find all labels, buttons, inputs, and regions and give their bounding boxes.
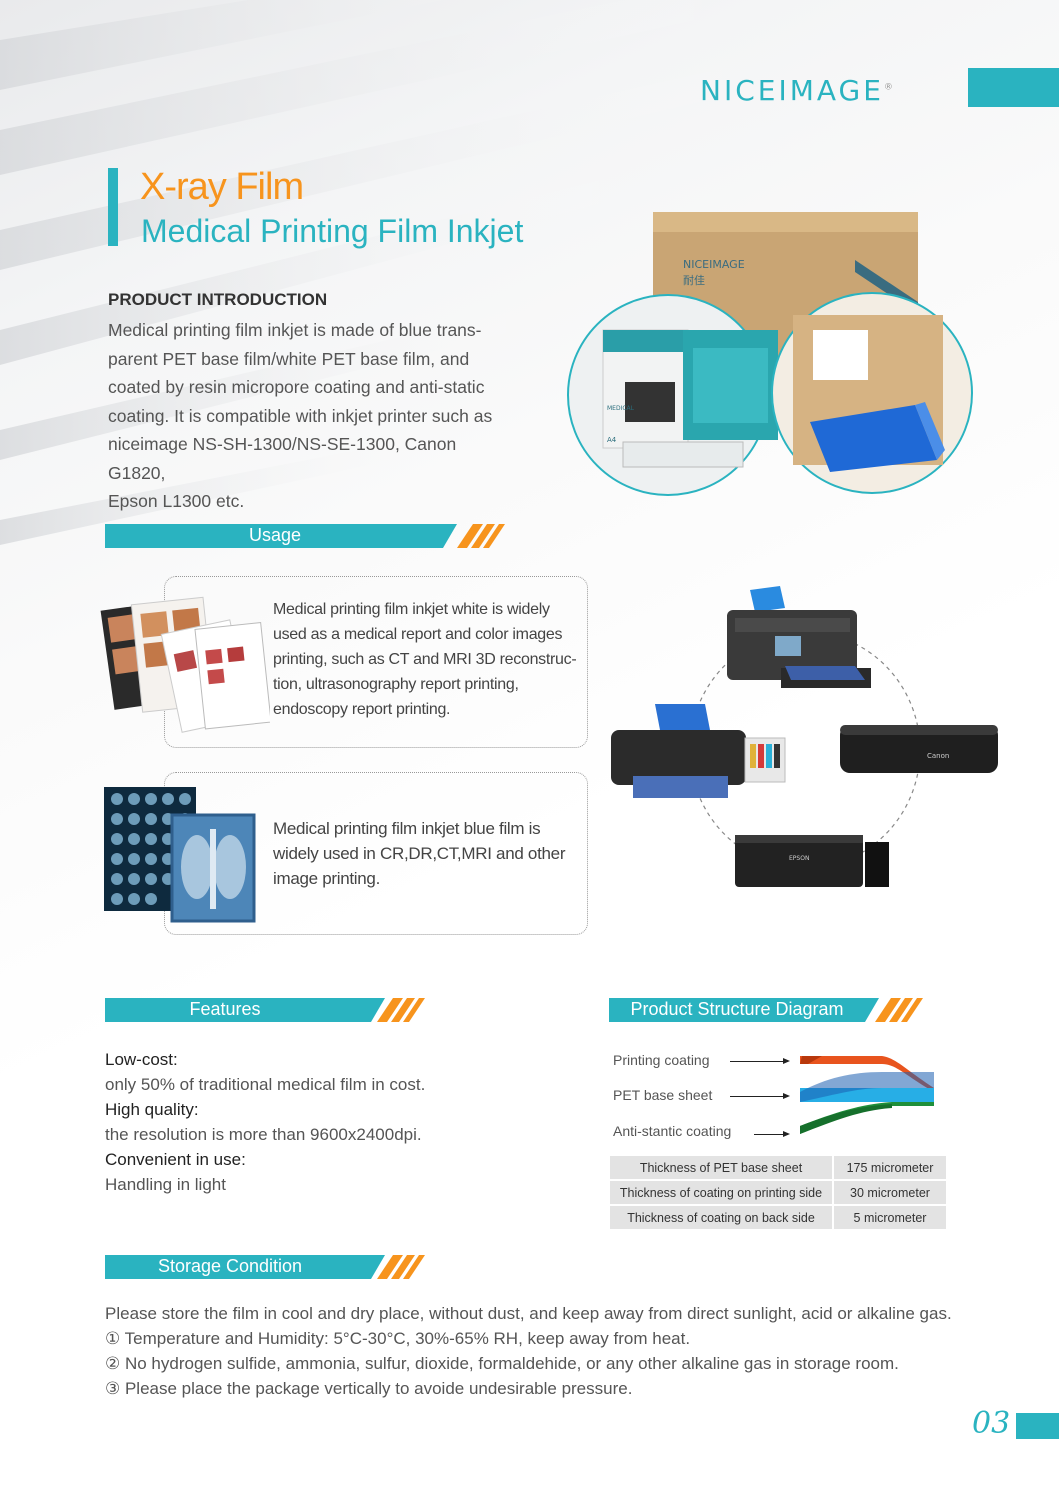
printer-right: Canon (840, 725, 998, 773)
thickness-spec-table: Thickness of PET base sheet 175 micromet… (608, 1154, 948, 1231)
arrow-pet-base (730, 1093, 790, 1099)
printer-bottom: EPSON (735, 835, 889, 887)
structure-section-header: Product Structure Diagram (609, 998, 929, 1022)
table-row: Thickness of coating on printing side 30… (610, 1181, 946, 1204)
intro-body: Medical printing film inkjet is made of … (108, 320, 493, 511)
spec-value: 30 micrometer (834, 1181, 946, 1204)
page-title: X-ray Film (140, 166, 304, 208)
xray-films-image (104, 787, 256, 923)
canon-brand-text: Canon (927, 752, 949, 760)
title-accent-bar (108, 168, 118, 246)
small-box-size: A4 (607, 436, 617, 444)
feature-key: Convenient in use: (105, 1150, 246, 1169)
spec-value: 5 micrometer (834, 1206, 946, 1229)
printer-left (611, 704, 786, 798)
small-box-label: MEDICAL (607, 405, 635, 412)
report-printouts-image (100, 596, 270, 733)
spec-name: Thickness of PET base sheet (610, 1156, 832, 1179)
header-accent-bar (968, 68, 1059, 107)
intro-heading: PRODUCT INTRODUCTION (108, 290, 328, 309)
feature-value: the resolution is more than 9600x2400dpi… (105, 1125, 422, 1144)
layer-label-pet-base: PET base sheet (613, 1087, 713, 1103)
brand-logo: NICEIMAGE® (700, 74, 896, 107)
feature-key: Low-cost: (105, 1050, 178, 1069)
printer-top (727, 586, 871, 688)
feature-key: High quality: (105, 1100, 199, 1119)
storage-conditions: Please store the film in cool and dry pl… (105, 1304, 952, 1398)
feature-value: only 50% of traditional medical film in … (105, 1075, 426, 1094)
usage-text-white-film: Medical printing film inkjet white is wi… (273, 601, 577, 718)
page-number-accent-bar (1016, 1413, 1059, 1439)
layer-label-printing-coating: Printing coating (613, 1052, 710, 1068)
spec-value: 175 micrometer (834, 1156, 946, 1179)
features-section-header: Features (105, 998, 425, 1022)
page-number: 03 (972, 1406, 1011, 1441)
layer-structure-diagram (800, 1056, 934, 1134)
layer-label-anti-static: Anti-stantic coating (613, 1123, 732, 1139)
compatible-printers-image: Canon EPSON (611, 586, 998, 887)
epson-brand-text: EPSON (789, 855, 809, 862)
spec-name: Thickness of coating on printing side (610, 1181, 832, 1204)
feature-value: Handling in light (105, 1175, 226, 1194)
box-cn-text: 耐佳 (683, 273, 705, 287)
arrow-printing-coating (730, 1058, 790, 1064)
usage-text-blue-film: Medical printing film inkjet blue film i… (273, 819, 566, 888)
arrow-anti-static (754, 1131, 790, 1137)
usage-section-header: Usage (105, 524, 505, 548)
storage-section-header: Storage Condition (105, 1255, 425, 1279)
spec-name: Thickness of coating on back side (610, 1206, 832, 1229)
product-package-image: NICEIMAGE 耐佳 MEDICAL A4 (567, 212, 973, 496)
table-row: Thickness of coating on back side 5 micr… (610, 1206, 946, 1229)
table-row: Thickness of PET base sheet 175 micromet… (610, 1156, 946, 1179)
page-subtitle: Medical Printing Film Inkjet (141, 213, 524, 249)
box-logo-text: NICEIMAGE (683, 258, 745, 271)
features-list: Low-cost: only 50% of traditional medica… (105, 1047, 425, 1197)
